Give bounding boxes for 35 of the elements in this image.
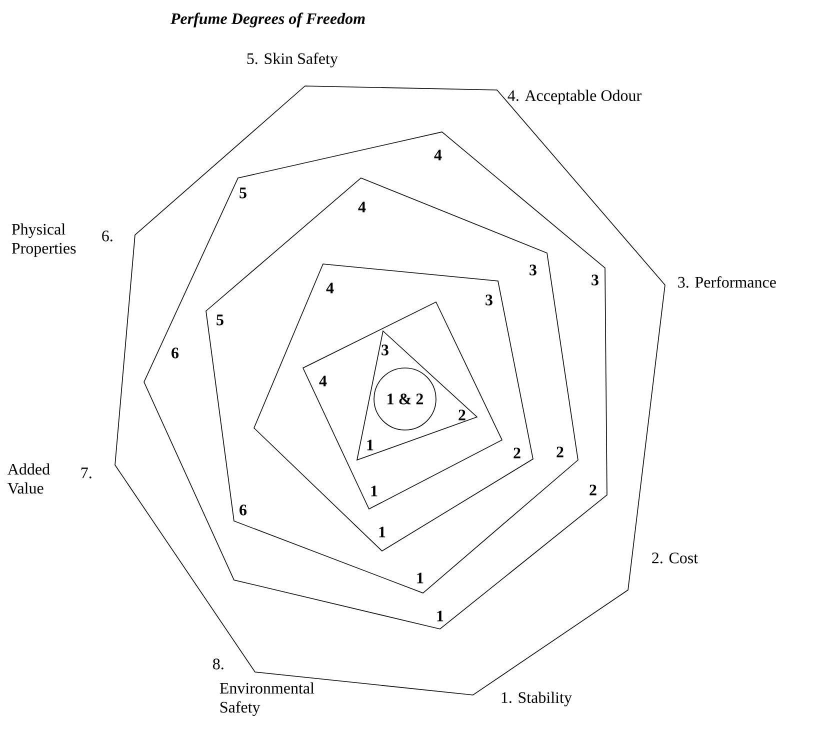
vertex-number: 1 [371,486,378,496]
axis-label: 2. Cost [652,552,698,564]
vertex-number: 6 [172,348,179,358]
axis-label: 3. Performance [678,276,776,288]
vertex-number: 4 [326,282,334,294]
vertex-number: 3 [382,344,388,356]
axis-label: 1. Stability [502,692,572,706]
vertex-number: 2 [514,448,520,458]
vertex-number: 3 [486,294,492,306]
vertex-number: 3 [530,264,536,276]
axis-label: 6. [102,230,112,242]
vertex-number: 1 [437,610,444,622]
axis-label: 7. [81,468,92,478]
vertex-number: 5 [216,314,224,326]
vertex-number: 1 [367,440,374,450]
axis-label: Added Value [8,463,50,494]
vertex-number: 1 [379,526,386,538]
vertex-number: 4 [434,150,442,160]
vertex-number: 1 [417,572,424,584]
vertex-number: 5 [240,188,246,198]
axis-label: Environmental Safety [220,682,314,716]
vertex-number: 2 [556,446,564,458]
vertex-number: 4 [358,202,366,212]
polygon [144,132,608,630]
axis-label: 5. Skin Safety [247,52,338,68]
vertex-number: 2 [458,410,466,420]
vertex-number: 4 [319,376,327,386]
vertex-number: 2 [590,484,596,496]
axis-label: 8. [213,658,224,670]
axis-label: 4. Acceptable Odour [508,90,642,104]
title: Perfume Degrees of Freedom [170,12,365,28]
vertex-number: 3 [592,274,598,286]
polygon [206,178,578,594]
axis-label: Physical Properties [12,223,76,257]
vertex-number: 6 [240,504,247,516]
